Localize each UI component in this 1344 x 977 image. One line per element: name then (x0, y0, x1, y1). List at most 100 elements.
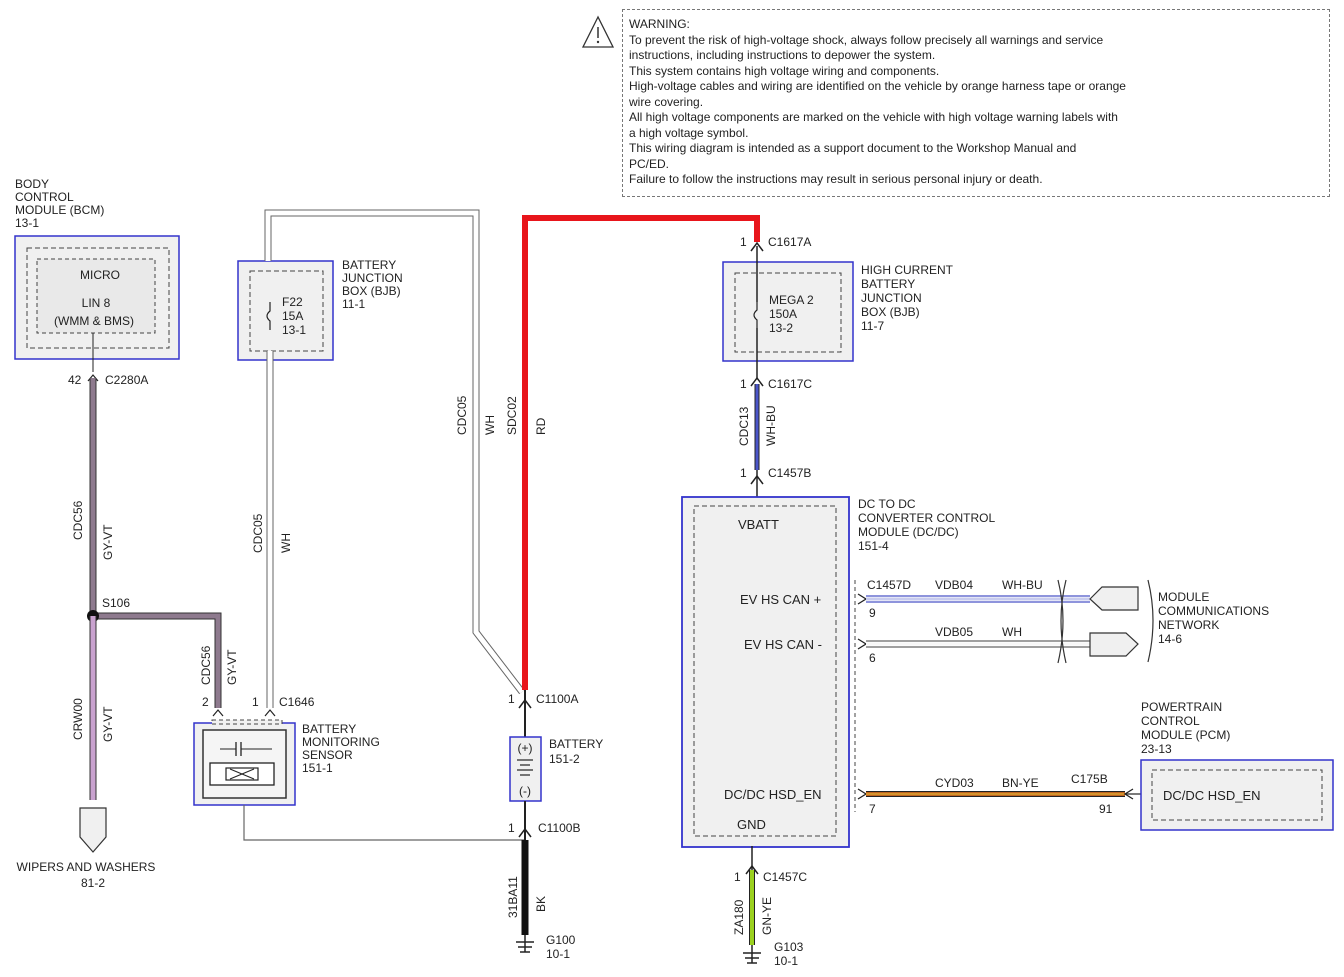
splice-label: S106 (102, 596, 130, 610)
mega-fuse-icon (753, 302, 758, 328)
warning-line: All high voltage components are marked o… (629, 110, 1118, 124)
g103-page: 10-1 (774, 954, 798, 968)
dcdc-gnd: GND (737, 817, 766, 832)
ground-g100-icon (516, 935, 534, 953)
wire-sdc02-red[interactable] (522, 215, 760, 690)
warning-line: instructions, including instructions to … (629, 48, 936, 62)
svg-text:13-1: 13-1 (282, 323, 306, 337)
g100-page: 10-1 (546, 947, 570, 961)
hcbjb-pin-top: 1 (740, 235, 747, 249)
bjb-fuse-f22: F22 15A 13-1 (282, 295, 306, 337)
dcdc-pin-top: 1 (740, 466, 747, 480)
pcm-connector: C175B (1071, 772, 1108, 786)
svg-text:CONTROL: CONTROL (15, 190, 74, 204)
wipers-page: 81-2 (81, 876, 105, 890)
svg-text:BATTERY: BATTERY (549, 737, 603, 751)
hcbjb-pin-bot: 1 (740, 377, 747, 391)
svg-text:151-4: 151-4 (858, 539, 889, 553)
bms-pin2: 2 (202, 695, 209, 709)
battery-conn-top: C1100A (536, 692, 578, 706)
wire-cdc56-color: GY-VT (101, 524, 115, 560)
warning-triangle-icon (581, 15, 615, 48)
bjb-title: BATTERY JUNCTION BOX (BJB) 11-1 (342, 258, 403, 311)
svg-text:MODULE (BCM): MODULE (BCM) (15, 203, 104, 217)
svg-text:15A: 15A (282, 309, 303, 323)
pcm-hsd-label: DC/DC HSD_EN (1163, 788, 1261, 803)
fuse-icon (266, 302, 271, 330)
svg-text:BATTERY: BATTERY (342, 258, 396, 272)
svg-text:23-13: 23-13 (1141, 742, 1172, 756)
wire-za180-circuit: ZA180 (732, 899, 746, 935)
warning-line: This system contains high voltage wiring… (629, 63, 940, 78)
hcbjb-conn-top: C1617A (768, 235, 811, 249)
pcm-module-box[interactable] (1140, 759, 1334, 831)
wipers-destination-icon[interactable] (79, 807, 107, 853)
g103-label: G103 (774, 940, 804, 954)
hcbjb-conn-bot: C1617C (768, 377, 812, 391)
can-minus-color: WH (1002, 625, 1022, 639)
battery-plus: (+) (518, 741, 533, 755)
svg-text:MODULE (PCM): MODULE (PCM) (1141, 728, 1230, 742)
wire-cdc13-color: WH-BU (764, 405, 778, 446)
wire-crw00-color: GY-VT (101, 706, 115, 742)
conn-c1457d: C1457D (867, 578, 911, 592)
svg-text:BODY: BODY (15, 177, 49, 191)
bcm-pin: 42 (68, 373, 82, 387)
svg-text:MODULE (DC/DC): MODULE (DC/DC) (858, 525, 959, 539)
can-minus-pin: 6 (869, 651, 876, 665)
hsd-pin: 7 (869, 802, 876, 816)
svg-text:F22: F22 (282, 295, 303, 309)
pcm-title: POWERTRAIN CONTROL MODULE (PCM) 23-13 (1141, 700, 1230, 756)
dcdc-hsd: DC/DC HSD_EN (724, 787, 822, 802)
svg-text:BOX (BJB): BOX (BJB) (861, 305, 920, 319)
pcm-pin: 91 (1099, 802, 1113, 816)
hcbjb-fuse-mega: MEGA 2 150A 13-2 (769, 293, 814, 335)
bms-wire-cdc56: CDC56 (199, 645, 213, 685)
wipers-label: WIPERS AND WASHERS (17, 860, 156, 874)
hsd-color: BN-YE (1002, 776, 1039, 790)
hcbjb-module-box[interactable] (722, 261, 854, 362)
warning-line: PC/ED. (629, 156, 670, 171)
svg-text:MONITORING: MONITORING (302, 735, 380, 749)
bcm-micro-label: MICRO (80, 268, 120, 282)
gnd-pin: 1 (734, 870, 741, 884)
wire-crw00-circuit: CRW00 (71, 698, 85, 740)
mcn-connector-minus-icon[interactable] (1089, 632, 1139, 657)
bms-wire-gyvt: GY-VT (225, 649, 239, 685)
svg-text:JUNCTION: JUNCTION (342, 271, 403, 285)
battery-box[interactable] (509, 736, 542, 802)
svg-text:BOX (BJB): BOX (BJB) (342, 284, 401, 298)
svg-text:SENSOR: SENSOR (302, 748, 353, 762)
battery-title: BATTERY 151-2 (549, 737, 603, 766)
battery-pin-bot: 1 (508, 821, 515, 835)
svg-text:COMMUNICATIONS: COMMUNICATIONS (1158, 604, 1269, 618)
dcdc-can-minus: EV HS CAN - (744, 637, 822, 652)
wire-cdc13-circuit: CDC13 (737, 406, 751, 446)
wire-cdc56-circuit: CDC56 (71, 500, 85, 540)
warning-line: a high voltage symbol. (629, 125, 749, 140)
bms-title: BATTERY MONITORING SENSOR 151-1 (302, 722, 380, 775)
dcdc-title: DC TO DC CONVERTER CONTROL MODULE (DC/DC… (858, 497, 995, 553)
bcm-lin-label: LIN 8 (82, 296, 111, 310)
svg-text:11-7: 11-7 (861, 319, 884, 333)
dcdc-module-box[interactable] (681, 496, 850, 848)
bms-connector: C1646 (279, 695, 315, 709)
bjb-module-box[interactable] (237, 260, 334, 361)
wire-31ba11-color: BK (534, 896, 548, 912)
svg-text:BATTERY: BATTERY (861, 277, 915, 291)
svg-text:151-2: 151-2 (549, 752, 580, 766)
mid-wire-wh: WH (483, 415, 497, 435)
svg-text:MEGA 2: MEGA 2 (769, 293, 814, 307)
mid-wire-sdc02: SDC02 (505, 396, 519, 435)
hsd-circuit: CYD03 (935, 776, 974, 790)
hcbjb-title: HIGH CURRENT BATTERY JUNCTION BOX (BJB) … (861, 263, 954, 333)
bcm-connector: C2280A (105, 373, 148, 387)
mcn-connector-plus-icon[interactable] (1089, 586, 1139, 611)
bcm-lin-sub-label: (WMM & BMS) (54, 314, 134, 328)
can-plus-pin: 9 (869, 606, 876, 620)
can-minus-circuit: VDB05 (935, 625, 973, 639)
mid-wire-rd: RD (534, 417, 548, 435)
warning-line: To prevent the risk of high-voltage shoc… (629, 32, 1104, 47)
bms-wire-wh: WH (279, 533, 293, 553)
